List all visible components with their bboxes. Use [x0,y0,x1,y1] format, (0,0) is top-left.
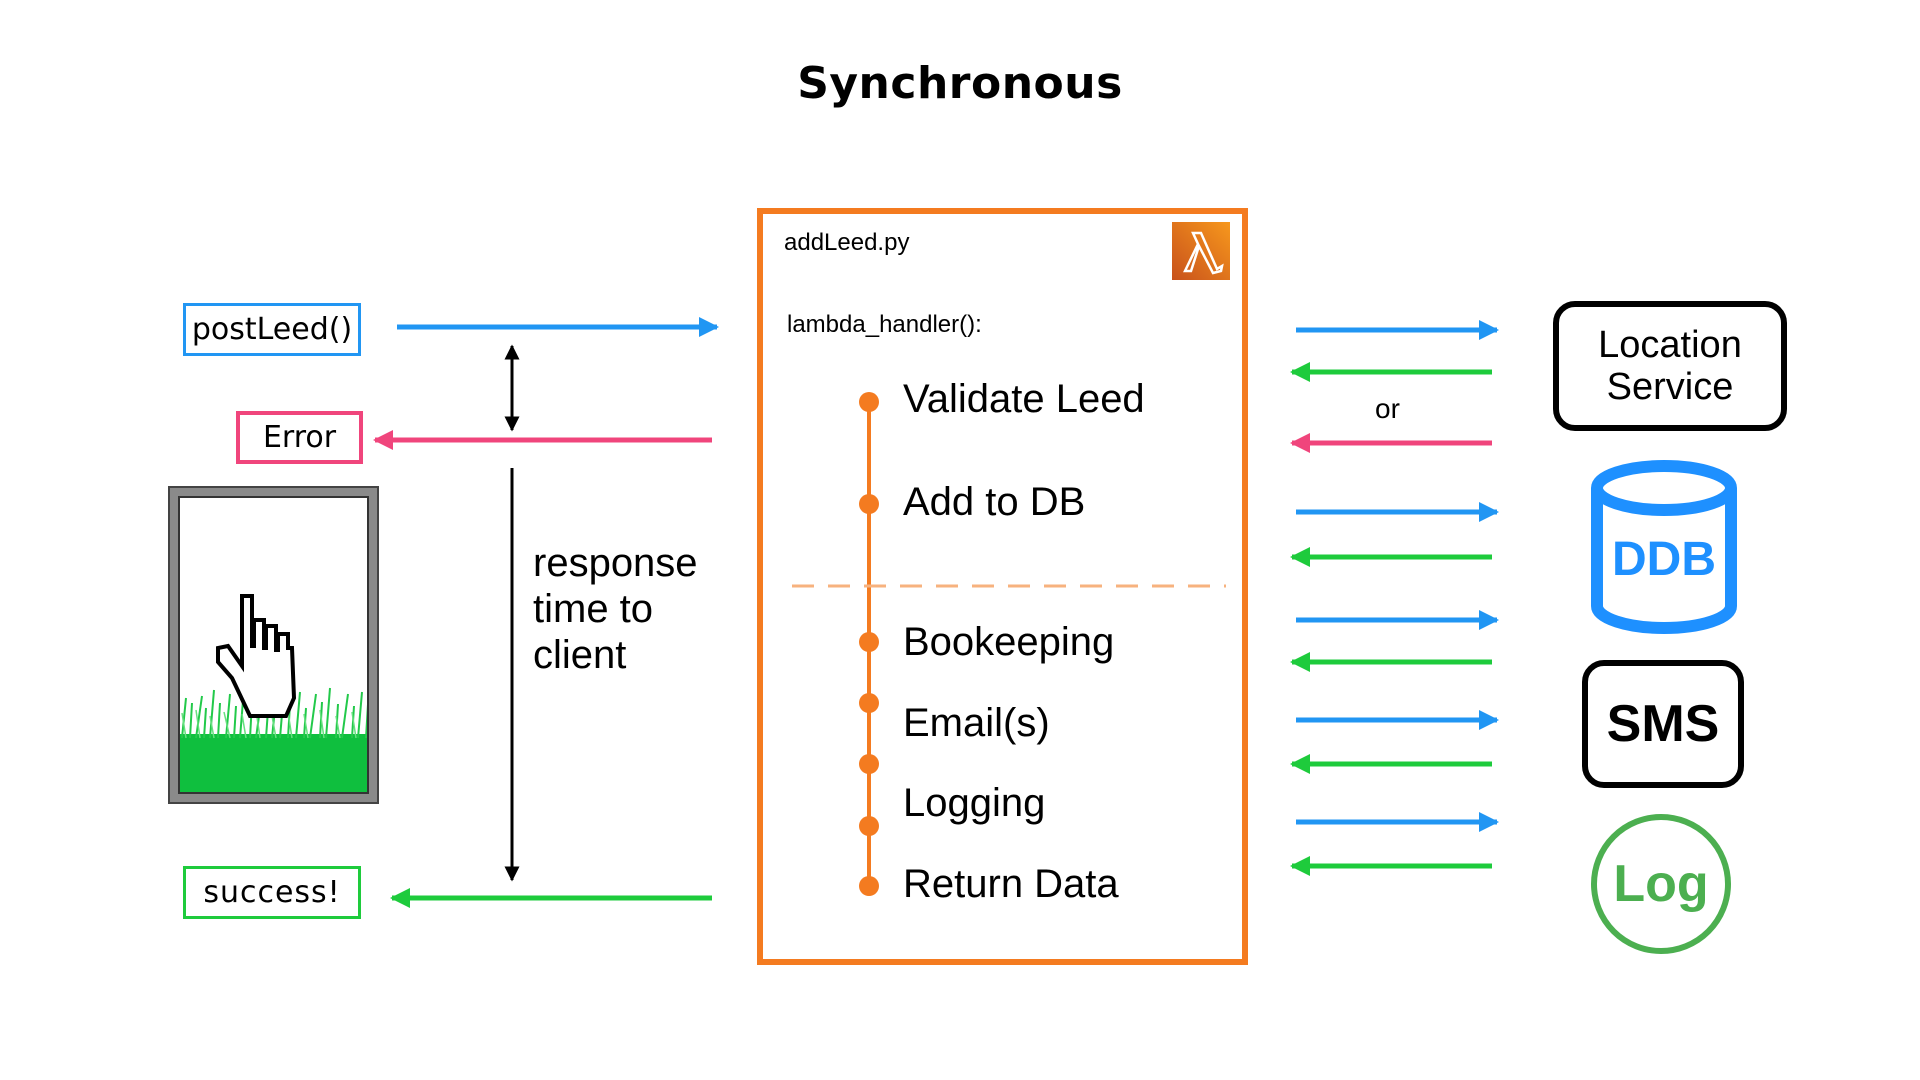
sms-label: SMS [1606,695,1720,753]
grass-icon [180,687,367,792]
step-bookeeping: Bookeeping [903,620,1115,664]
log-service-circle: Log [1591,814,1731,954]
client-device [168,486,379,804]
error-label: Error [236,411,363,464]
sms-service-box: SMS [1582,660,1744,788]
post-leed-label: postLeed() [183,303,361,356]
step-emails: Email(s) [903,701,1050,745]
lambda-icon [1172,222,1230,280]
diagram-title: Synchronous [797,58,1123,109]
location-service-label: Location Service [1598,324,1742,408]
database-icon [1589,460,1739,636]
response-time-label: response time to client [533,541,698,677]
location-service-box: Location Service [1553,301,1787,431]
lambda-file-name: addLeed.py [784,229,910,256]
step-validate-leed: Validate Leed [903,377,1145,421]
device-screen [178,496,369,794]
step-add-to-db: Add to DB [903,480,1086,524]
pointer-hand-icon [216,594,297,718]
step-logging: Logging [903,781,1046,825]
log-label: Log [1613,855,1709,913]
step-return-data: Return Data [903,862,1119,906]
lambda-handler: lambda_handler(): [787,311,982,338]
or-label: or [1375,393,1400,424]
success-label: success! [183,866,361,919]
ddb-label: DDB [1612,533,1716,586]
